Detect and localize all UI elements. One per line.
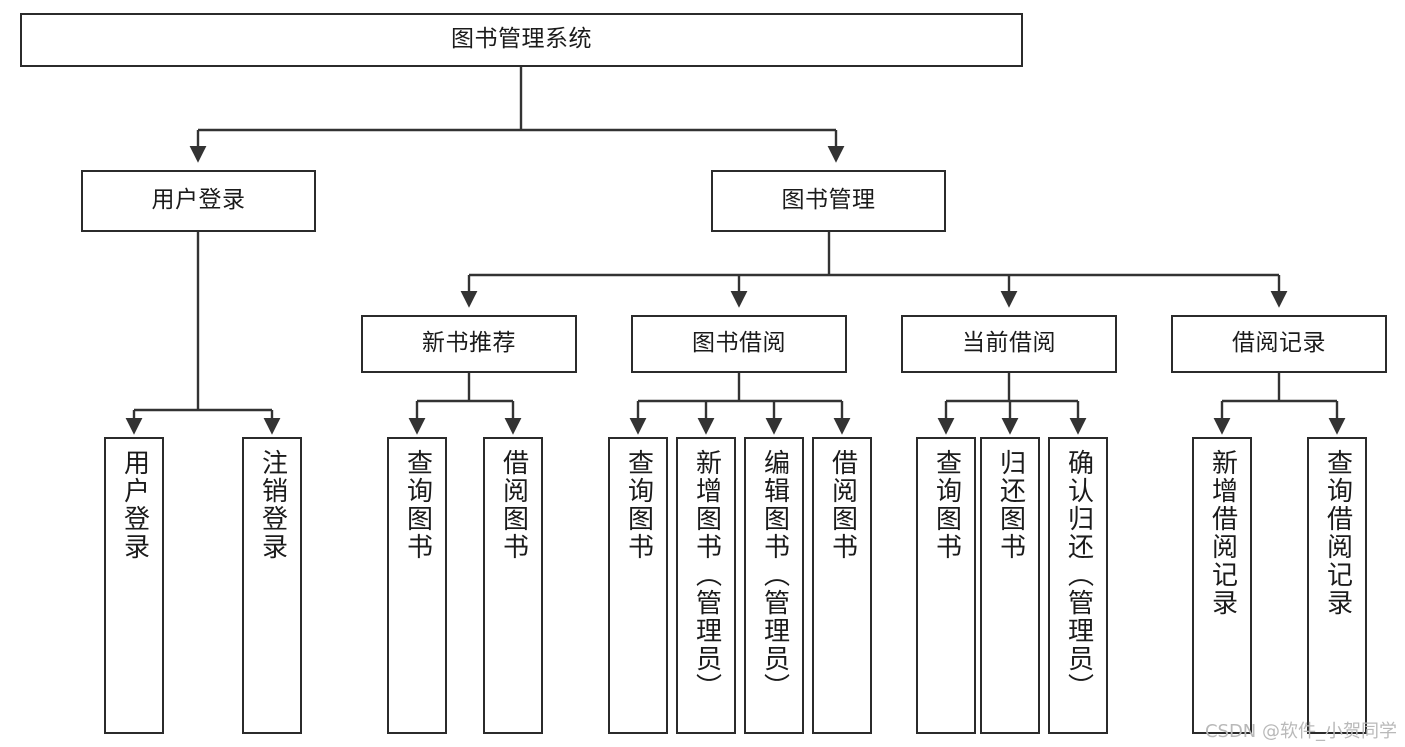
node-label: 图书管理系统 [451, 26, 592, 53]
leaf-confirm-return-admin[interactable]: 确认归还（管理员） [1048, 437, 1108, 734]
node-label: 图书借阅 [692, 330, 786, 357]
node-label: 新书推荐 [422, 330, 516, 357]
node-borrow-record[interactable]: 借阅记录 [1171, 315, 1387, 373]
node-label: 图书管理 [781, 187, 876, 214]
node-label: 当前借阅 [962, 330, 1056, 357]
node-label: 确认归还（管理员） [1063, 449, 1094, 701]
node-root-book-management-system[interactable]: 图书管理系统 [20, 13, 1023, 67]
node-book-management[interactable]: 图书管理 [711, 170, 946, 232]
csdn-watermark: CSDN @软件_小贺同学 [1204, 721, 1397, 742]
node-label: 查询借阅记录 [1322, 449, 1353, 617]
leaf-user-logout[interactable]: 注销登录 [242, 437, 302, 734]
node-label: 注销登录 [257, 449, 288, 561]
node-label: 用户登录 [151, 187, 246, 214]
node-current-borrow[interactable]: 当前借阅 [901, 315, 1117, 373]
leaf-query-borrow-record[interactable]: 查询借阅记录 [1307, 437, 1367, 734]
node-label: 用户登录 [119, 449, 150, 561]
node-new-book-recommend[interactable]: 新书推荐 [361, 315, 577, 373]
leaf-user-login[interactable]: 用户登录 [104, 437, 164, 734]
node-label: 新增图书（管理员） [691, 449, 722, 701]
leaf-edit-book-admin[interactable]: 编辑图书（管理员） [744, 437, 804, 734]
node-label: 新增借阅记录 [1207, 449, 1238, 617]
node-label: 查询图书 [623, 449, 654, 561]
node-label: 借阅图书 [827, 449, 858, 561]
leaf-borrow-book-recommend[interactable]: 借阅图书 [483, 437, 543, 734]
leaf-borrow-book[interactable]: 借阅图书 [812, 437, 872, 734]
leaf-add-book-admin[interactable]: 新增图书（管理员） [676, 437, 736, 734]
node-user-login[interactable]: 用户登录 [81, 170, 316, 232]
leaf-query-book-borrow[interactable]: 查询图书 [608, 437, 668, 734]
node-label: 借阅图书 [498, 449, 529, 561]
leaf-query-book-recommend[interactable]: 查询图书 [387, 437, 447, 734]
leaf-return-book[interactable]: 归还图书 [980, 437, 1040, 734]
node-label: 编辑图书（管理员） [759, 449, 790, 701]
node-book-borrow[interactable]: 图书借阅 [631, 315, 847, 373]
node-label: 查询图书 [931, 449, 962, 561]
node-label: 借阅记录 [1232, 330, 1326, 357]
leaf-query-book-current[interactable]: 查询图书 [916, 437, 976, 734]
node-label: 归还图书 [995, 449, 1026, 561]
leaf-add-borrow-record[interactable]: 新增借阅记录 [1192, 437, 1252, 734]
node-label: 查询图书 [402, 449, 433, 561]
